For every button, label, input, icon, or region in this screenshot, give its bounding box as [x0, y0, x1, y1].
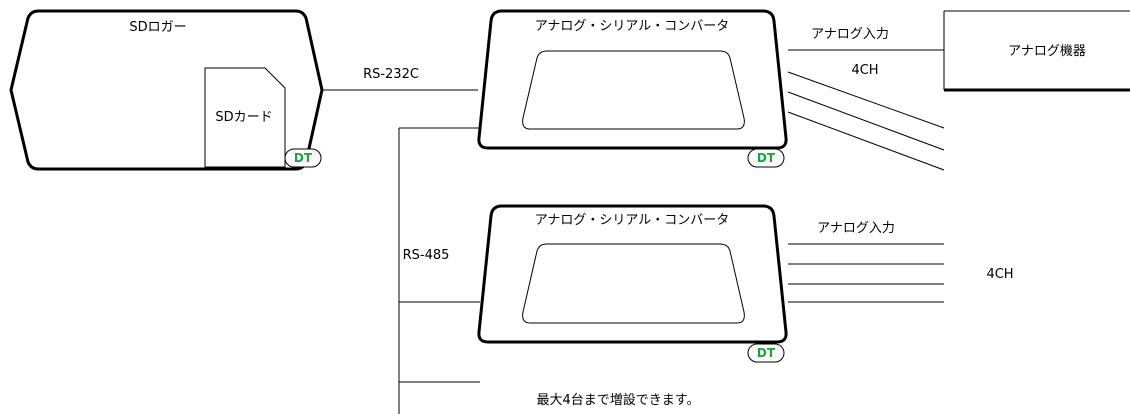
- sd-logger-title: SDロガー: [129, 20, 186, 35]
- converter-top-connector: [522, 50, 745, 130]
- sd-card: [204, 67, 286, 168]
- analog-input-line: [787, 111, 945, 171]
- converter-bottom-dt-badge: DT: [747, 343, 785, 363]
- converter-bottom-dt-text: DT: [757, 346, 776, 360]
- rs485-label: RS-485: [403, 248, 450, 263]
- analog-device-label: アナログ機器: [1008, 44, 1086, 59]
- analog-input-line: [787, 71, 945, 129]
- logger-dt-text: DT: [294, 151, 313, 165]
- converter-bottom-input-label: アナログ入力: [817, 221, 895, 236]
- analog-input-line: [787, 91, 945, 151]
- converter-top: アナログ・シリアル・コンバータ DT アナログ入力 4CH: [477, 9, 945, 171]
- converter-top-channels-label: 4CH: [851, 63, 878, 78]
- analog-device: アナログ機器: [943, 10, 1130, 92]
- converter-top-dt-text: DT: [757, 151, 776, 165]
- converter-top-input-label: アナログ入力: [811, 27, 889, 42]
- converter-bottom: アナログ・シリアル・コンバータ DT アナログ入力 4CH: [477, 204, 1014, 363]
- converter-bottom-title: アナログ・シリアル・コンバータ: [535, 213, 730, 228]
- sd-logger: SDロガー SDカード DT: [9, 9, 324, 171]
- converter-top-title: アナログ・シリアル・コンバータ: [535, 19, 730, 34]
- logger-dt-badge: DT: [284, 148, 322, 168]
- converter-top-dt-badge: DT: [747, 148, 785, 168]
- expansion-note: 最大4台まで増設できます。: [537, 392, 700, 408]
- sd-card-label: SDカード: [215, 110, 272, 125]
- converter-bottom-channels-label: 4CH: [986, 267, 1013, 282]
- rs232c-label: RS-232C: [363, 67, 419, 82]
- converter-bottom-connector: [522, 243, 745, 324]
